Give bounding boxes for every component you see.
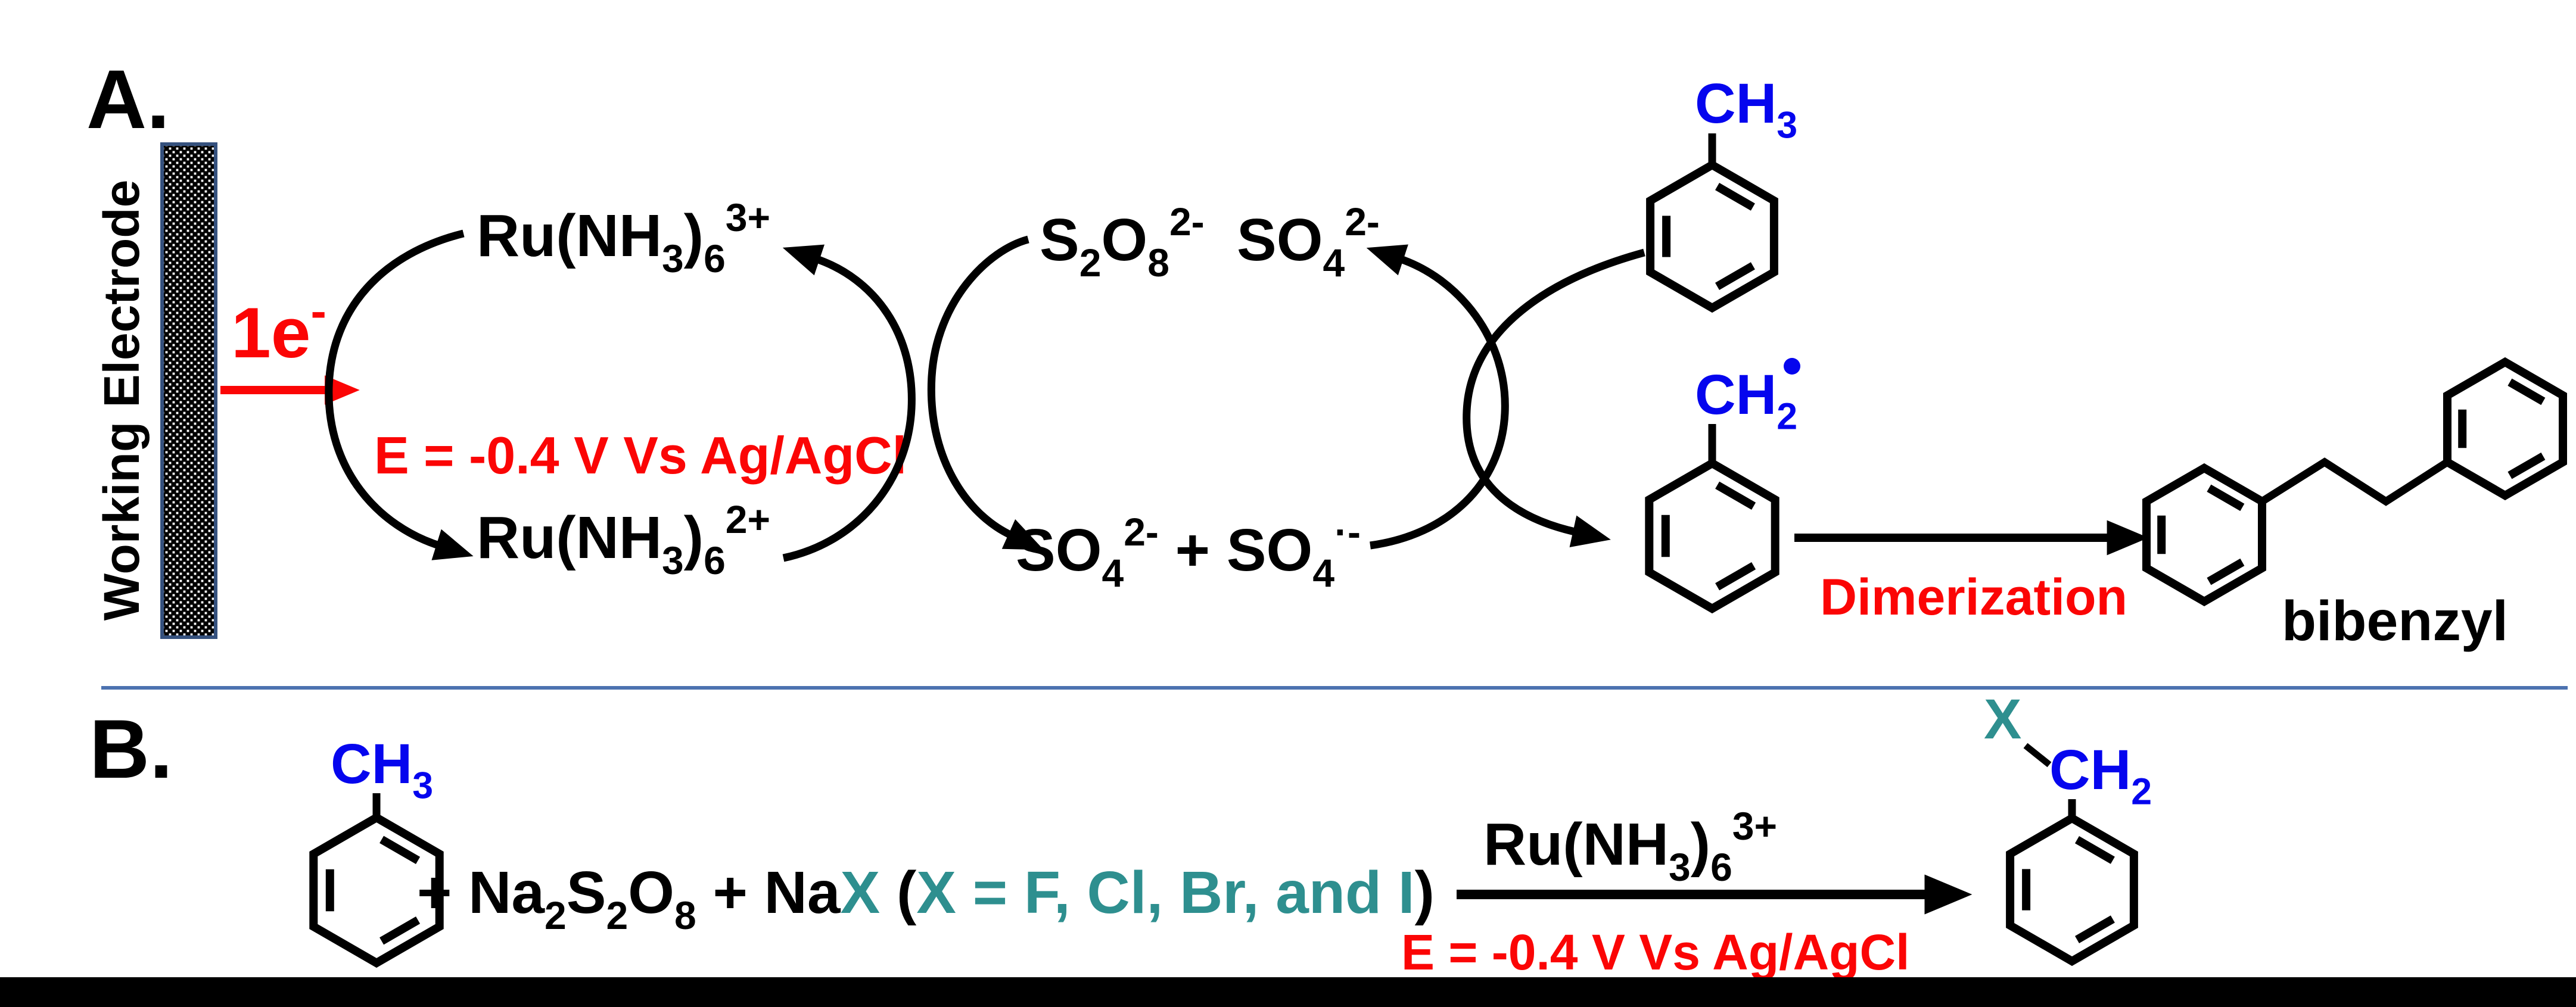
toluene-a: CH3	[1646, 72, 1797, 313]
radical-dot	[1784, 358, 1800, 375]
ring-double-bond	[379, 835, 421, 864]
panel-a: A. Working Electrode 1e- E = -0.4 V Vs A…	[86, 52, 2567, 653]
working-electrode-label: Working Electrode	[94, 180, 150, 621]
benzyl-radical: CH2	[1645, 358, 1800, 614]
ring-double-bond	[2507, 378, 2546, 406]
bibenzyl-right-ring	[2443, 357, 2567, 501]
product-ring	[2006, 813, 2138, 967]
ring-double-bond	[1715, 481, 1756, 510]
ring-double-bond	[2074, 915, 2115, 943]
reagents-label: + Na2S2O8 + NaX (X = F, Cl, Br, and I)	[417, 859, 1435, 937]
persulfate-cycle-left-arrow	[927, 235, 1044, 550]
persulfate-cycle	[927, 235, 1509, 550]
dimerization-label: Dimerization	[1820, 569, 2127, 626]
x-ch2-bond	[2023, 743, 2052, 768]
ring-double-bond	[2507, 452, 2546, 479]
bibenzyl-structure: bibenzyl	[2142, 357, 2567, 653]
panel-a-label: A.	[86, 52, 170, 146]
ring-double-bond	[2207, 558, 2245, 585]
benzyl-ring	[1645, 458, 1779, 614]
ring-double-bond	[1715, 183, 1755, 211]
ru-cycle-left-arrow	[325, 229, 474, 560]
applied-potential-label-a: E = -0.4 V Vs Ag/AgCl	[374, 426, 907, 485]
panel-b: B. CH3 + Na2S2O8 + NaX (X = F, Cl, Br, a…	[89, 688, 2152, 980]
so4-top-label: SO42-	[1237, 199, 1380, 285]
ring-double-bond	[379, 916, 421, 945]
toluene-a-ch3-label: CH3	[1695, 72, 1797, 146]
product-ch2-label: CH2	[2049, 738, 2152, 813]
toluene-b-ring	[309, 812, 444, 968]
ru2-label: Ru(NH3)62+	[477, 497, 770, 582]
benzyl-halide-product: X CH2	[1984, 688, 2152, 967]
so4-bottom-label: SO42- + SO4·-	[1016, 510, 1361, 595]
toluene-to-benzyl-arrow	[1463, 248, 1645, 547]
bibenzyl-bridge-bonds	[2260, 457, 2450, 506]
bibenzyl-label: bibenzyl	[2282, 590, 2508, 653]
persulfate-cycle-right-arrow	[1366, 244, 1509, 550]
ring-double-bond	[2074, 836, 2115, 864]
bibenzyl-left-ring	[2142, 463, 2266, 607]
working-electrode-bar	[160, 142, 217, 639]
catalyst-label: Ru(NH3)63+	[1483, 804, 1777, 889]
toluene-a-ring	[1646, 160, 1778, 313]
panel-b-label: B.	[89, 702, 173, 796]
ru-cycle	[325, 229, 916, 562]
ring-double-bond	[1715, 262, 1755, 290]
benzyl-ch2-label: CH2	[1695, 363, 1797, 438]
ring-double-bond	[2207, 484, 2245, 512]
ru3-label: Ru(NH3)63+	[477, 195, 770, 280]
one-electron-label: 1e-	[231, 285, 326, 373]
applied-potential-label-b: E = -0.4 V Vs Ag/AgCl	[1401, 924, 1909, 980]
toluene-b-ch3-label: CH3	[331, 732, 433, 807]
s2o8-label: S2O82-	[1040, 199, 1205, 285]
toluene-b: CH3	[309, 732, 444, 968]
ring-double-bond	[1715, 562, 1756, 591]
bottom-bar	[0, 977, 2576, 1007]
ru-cycle-right-arrow	[782, 244, 916, 562]
product-x-label: X	[1984, 688, 2021, 751]
